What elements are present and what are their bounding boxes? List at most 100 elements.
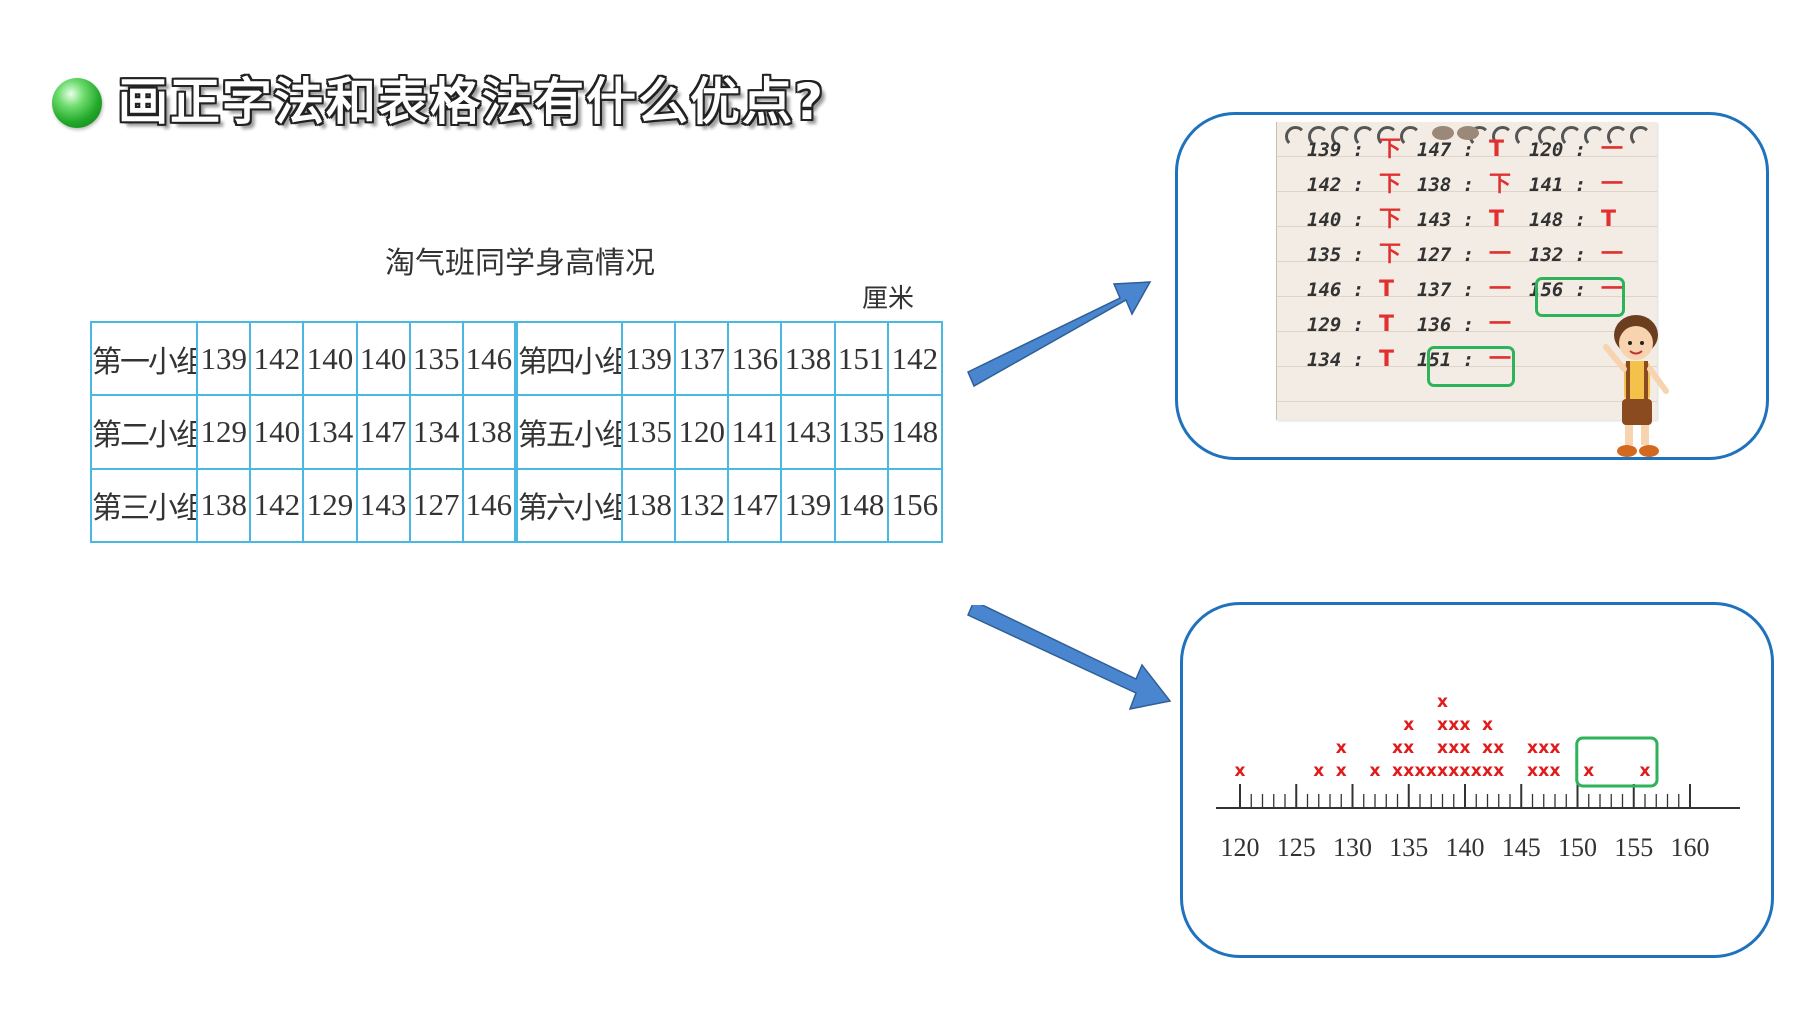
- tally-height-label: 137 :: [1417, 279, 1475, 301]
- tally-mark: 一: [1601, 172, 1624, 197]
- height-cell: 120: [674, 394, 730, 470]
- notepad-rule-line: [1277, 191, 1657, 192]
- tally-height-label: 138 :: [1417, 174, 1475, 196]
- x-mark: x: [1415, 761, 1426, 781]
- x-mark: x: [1448, 715, 1459, 735]
- tally-height-label: 140 :: [1307, 209, 1365, 231]
- spiral-ring-icon: [1630, 126, 1651, 147]
- height-cell: 137: [674, 320, 730, 397]
- height-cell: 147: [355, 394, 411, 470]
- tally-mark: 一: [1601, 277, 1624, 302]
- height-cell: 136: [727, 320, 783, 397]
- height-cell: 148: [833, 467, 889, 544]
- height-cell: 138: [196, 467, 252, 544]
- tally-height-label: 156 :: [1529, 279, 1587, 301]
- height-cell: 138: [621, 467, 677, 544]
- tally-height-label: 127 :: [1417, 244, 1475, 266]
- arrow-to-dotplot: [967, 605, 1172, 711]
- height-cell: 129: [302, 467, 358, 544]
- height-cell: 139: [780, 467, 836, 544]
- tally-height-label: 120 :: [1529, 139, 1587, 161]
- x-tick-label: 135: [1389, 833, 1428, 862]
- page-title: 画正字法和表格法有什么优点?: [118, 73, 826, 131]
- height-cell: 146: [461, 320, 517, 397]
- tally-height-label: 141 :: [1529, 174, 1587, 196]
- tally-height-label: 132 :: [1529, 244, 1587, 266]
- notepad-rule-line: [1277, 366, 1657, 367]
- height-cell: 132: [674, 467, 730, 544]
- height-cell: 139: [621, 320, 677, 397]
- x-tick-label: 145: [1502, 833, 1541, 862]
- tally-mark: 下: [1489, 172, 1512, 197]
- tally-height-label: 146 :: [1307, 279, 1365, 301]
- x-mark: x: [1583, 761, 1594, 781]
- group-name-cell: 第五小组: [513, 394, 624, 470]
- height-cell: 140: [355, 320, 411, 397]
- x-mark: x: [1336, 738, 1347, 758]
- x-mark: x: [1482, 761, 1493, 781]
- tally-mark: T: [1379, 312, 1395, 337]
- x-mark: x: [1313, 761, 1324, 781]
- tally-mark: 下: [1379, 137, 1402, 162]
- height-cell: 141: [727, 394, 783, 470]
- group-name-cell: 第六小组: [513, 467, 624, 544]
- x-mark: x: [1460, 738, 1471, 758]
- tally-mark: 一: [1489, 242, 1512, 267]
- x-mark: x: [1370, 761, 1381, 781]
- x-mark: x: [1392, 738, 1403, 758]
- group-name-cell: 第四小组: [513, 320, 624, 397]
- highlight-box-outliers: [1575, 736, 1659, 788]
- spiral-ring-icon: [1561, 126, 1582, 147]
- arrow-to-tally: [967, 281, 1152, 388]
- x-mark: x: [1640, 761, 1651, 781]
- x-mark: x: [1538, 738, 1549, 758]
- notepad-rule-line: [1277, 261, 1657, 262]
- x-mark: x: [1482, 738, 1493, 758]
- tally-height-label: 134 :: [1307, 349, 1365, 371]
- highlight-box-151: [1427, 346, 1515, 387]
- height-cell: 135: [621, 394, 677, 470]
- tally-mark: 一: [1601, 242, 1624, 267]
- boy-character-icon: [1603, 315, 1669, 457]
- green-bullet-icon: [52, 78, 102, 128]
- spiral-ring-icon: [1285, 126, 1306, 147]
- spiral-ring-icon: [1400, 126, 1421, 147]
- tally-mark: T: [1489, 137, 1505, 162]
- height-cell: 148: [886, 394, 944, 470]
- x-mark: x: [1437, 738, 1448, 758]
- tally-mark: 下: [1379, 242, 1402, 267]
- dotplot-panel: [1180, 602, 1774, 958]
- height-cell: 142: [249, 320, 305, 397]
- x-tick-label: 120: [1221, 833, 1260, 862]
- height-cell: 142: [249, 467, 305, 544]
- height-cell: 135: [833, 394, 889, 470]
- tally-height-label: 135 :: [1307, 244, 1365, 266]
- notepad-rule-line: [1277, 156, 1657, 157]
- tally-height-label: 148 :: [1529, 209, 1587, 231]
- spiral-ring-icon: [1607, 126, 1628, 147]
- x-mark: x: [1482, 715, 1493, 735]
- notepad-rule-line: [1277, 401, 1657, 402]
- group-name-cell: 第三小组: [89, 467, 199, 544]
- x-mark: x: [1448, 761, 1459, 781]
- notepad-rule-line: [1277, 296, 1657, 297]
- x-mark: x: [1493, 761, 1504, 781]
- tally-mark: T: [1379, 347, 1395, 372]
- notepad-rule-line: [1277, 226, 1657, 227]
- height-cell: 147: [727, 467, 783, 544]
- height-cell: 142: [886, 320, 944, 397]
- x-mark: x: [1550, 761, 1561, 781]
- height-cell: 140: [302, 320, 358, 397]
- x-mark: x: [1235, 761, 1246, 781]
- group-name-cell: 第一小组: [89, 320, 199, 397]
- tally-mark: 一: [1489, 347, 1512, 372]
- x-mark: x: [1538, 761, 1549, 781]
- height-cell: 156: [886, 467, 944, 544]
- tally-mark: T: [1489, 207, 1505, 232]
